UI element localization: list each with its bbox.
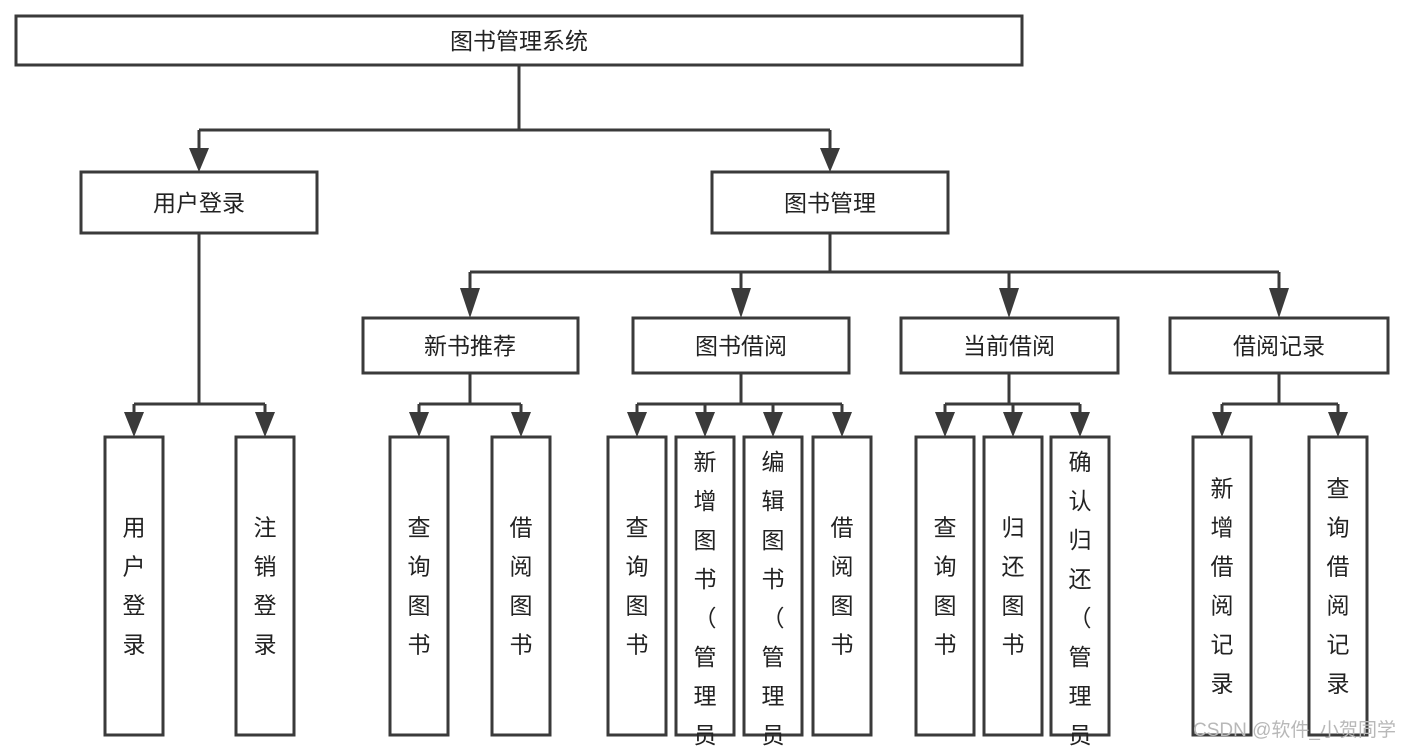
node-leaf-query-book-borrow[interactable]: 查询图书 xyxy=(606,435,668,737)
arrowhead-leaf-borrow-book xyxy=(832,412,852,437)
node-root[interactable]: 图书管理系统 xyxy=(14,14,1024,67)
node-book-management-box[interactable] xyxy=(710,170,950,235)
node-leaf-edit-book-label: 编辑图书（管理员） xyxy=(762,449,785,747)
arrowhead-current-borrow xyxy=(999,288,1019,318)
node-leaf-borrow-book-label: 借阅图书 xyxy=(831,515,854,658)
arrowhead-leaf-user-login xyxy=(124,412,144,437)
arrowhead-book-borrow xyxy=(731,288,751,318)
node-new-book-recommend-label: 新书推荐 xyxy=(424,333,516,359)
node-leaf-user-login-box[interactable] xyxy=(103,435,165,737)
node-leaf-query-borrow-record-box[interactable] xyxy=(1307,435,1369,737)
node-leaf-query-book-recommend-box[interactable] xyxy=(388,435,450,737)
node-leaf-user-login-label: 用户登录 xyxy=(123,515,146,658)
node-leaf-query-book-recommend[interactable]: 查询图书 xyxy=(388,435,450,737)
node-user-login-label: 用户登录 xyxy=(153,190,245,216)
node-leaf-borrow-book[interactable]: 借阅图书 xyxy=(811,435,873,737)
node-leaf-logout-box[interactable] xyxy=(234,435,296,737)
node-leaf-return-book[interactable]: 归还图书 xyxy=(982,435,1044,737)
node-leaf-confirm-return-label: 确认归还（管理员） xyxy=(1069,449,1092,747)
node-leaf-borrow-book-recommend-label: 借阅图书 xyxy=(510,515,533,658)
node-leaf-add-borrow-record[interactable]: 新增借阅记录 xyxy=(1191,435,1253,737)
arrowhead-leaf-edit-book xyxy=(763,412,783,437)
arrowhead-new-book-recommend xyxy=(460,288,480,318)
connector-layer xyxy=(124,65,1348,437)
node-book-borrow-box[interactable] xyxy=(631,316,851,375)
node-leaf-add-borrow-record-label: 新增借阅记录 xyxy=(1211,476,1234,697)
node-current-borrow-box[interactable] xyxy=(899,316,1120,375)
node-current-borrow[interactable]: 当前借阅 xyxy=(899,316,1120,375)
node-new-book-recommend-box[interactable] xyxy=(361,316,580,375)
node-leaf-user-login[interactable]: 用户登录 xyxy=(103,435,165,737)
node-borrow-record-box[interactable] xyxy=(1168,316,1390,375)
arrowhead-leaf-query-book-recommend xyxy=(409,412,429,437)
node-book-management-label: 图书管理 xyxy=(784,190,876,216)
arrowhead-user-login xyxy=(189,148,209,172)
arrowhead-book-management xyxy=(820,148,840,172)
node-root-box[interactable] xyxy=(14,14,1024,67)
node-leaf-add-borrow-record-box[interactable] xyxy=(1191,435,1253,737)
node-leaf-borrow-book-recommend[interactable]: 借阅图书 xyxy=(490,435,552,737)
node-leaf-add-book-box[interactable] xyxy=(674,435,736,737)
node-leaf-return-book-label: 归还图书 xyxy=(1002,515,1025,658)
node-borrow-record-label: 借阅记录 xyxy=(1233,333,1325,359)
node-leaf-borrow-book-box[interactable] xyxy=(811,435,873,737)
node-user-login[interactable]: 用户登录 xyxy=(79,170,319,235)
node-current-borrow-label: 当前借阅 xyxy=(963,333,1055,359)
node-layer: 图书管理系统 用户登录 图书管理 新书推荐 图书借阅 xyxy=(14,14,1390,747)
arrowhead-leaf-query-book-current xyxy=(935,412,955,437)
arrowhead-leaf-add-book xyxy=(695,412,715,437)
node-user-login-box[interactable] xyxy=(79,170,319,235)
arrowhead-borrow-record xyxy=(1269,288,1289,318)
arrowhead-leaf-confirm-return xyxy=(1070,412,1090,437)
node-leaf-query-book-recommend-label: 查询图书 xyxy=(408,515,431,658)
node-leaf-query-book-current[interactable]: 查询图书 xyxy=(914,435,976,737)
node-leaf-confirm-return-box[interactable] xyxy=(1049,435,1111,737)
arrowhead-leaf-return-book xyxy=(1003,412,1023,437)
node-book-borrow-label: 图书借阅 xyxy=(695,333,787,359)
arrowhead-leaf-add-borrow-record xyxy=(1212,412,1232,437)
node-leaf-edit-book-box[interactable] xyxy=(742,435,804,737)
arrowhead-leaf-query-book-borrow xyxy=(627,412,647,437)
node-leaf-borrow-book-recommend-box[interactable] xyxy=(490,435,552,737)
node-book-borrow[interactable]: 图书借阅 xyxy=(631,316,851,375)
arrowhead-leaf-borrow-book-recommend xyxy=(511,412,531,437)
node-leaf-query-borrow-record[interactable]: 查询借阅记录 xyxy=(1307,435,1369,737)
node-leaf-return-book-box[interactable] xyxy=(982,435,1044,737)
node-leaf-add-book[interactable]: 新增图书（管理员） xyxy=(674,435,736,747)
node-leaf-query-borrow-record-label: 查询借阅记录 xyxy=(1327,476,1350,697)
node-root-label: 图书管理系统 xyxy=(450,28,588,54)
node-book-management[interactable]: 图书管理 xyxy=(710,170,950,235)
node-new-book-recommend[interactable]: 新书推荐 xyxy=(361,316,580,375)
node-leaf-add-book-label: 新增图书（管理员） xyxy=(694,449,717,747)
node-leaf-confirm-return[interactable]: 确认归还（管理员） xyxy=(1049,435,1111,747)
node-leaf-query-book-borrow-box[interactable] xyxy=(606,435,668,737)
arrowhead-leaf-query-borrow-record xyxy=(1328,412,1348,437)
arrowhead-leaf-logout xyxy=(255,412,275,437)
csdn-watermark: CSDN @软件_小贺同学 xyxy=(1193,719,1396,741)
node-leaf-query-book-current-box[interactable] xyxy=(914,435,976,737)
node-leaf-query-book-borrow-label: 查询图书 xyxy=(626,515,649,658)
node-leaf-edit-book[interactable]: 编辑图书（管理员） xyxy=(742,435,804,747)
node-borrow-record[interactable]: 借阅记录 xyxy=(1168,316,1390,375)
node-leaf-logout-label: 注销登录 xyxy=(254,515,277,658)
node-leaf-query-book-current-label: 查询图书 xyxy=(934,515,957,658)
node-leaf-logout[interactable]: 注销登录 xyxy=(234,435,296,737)
